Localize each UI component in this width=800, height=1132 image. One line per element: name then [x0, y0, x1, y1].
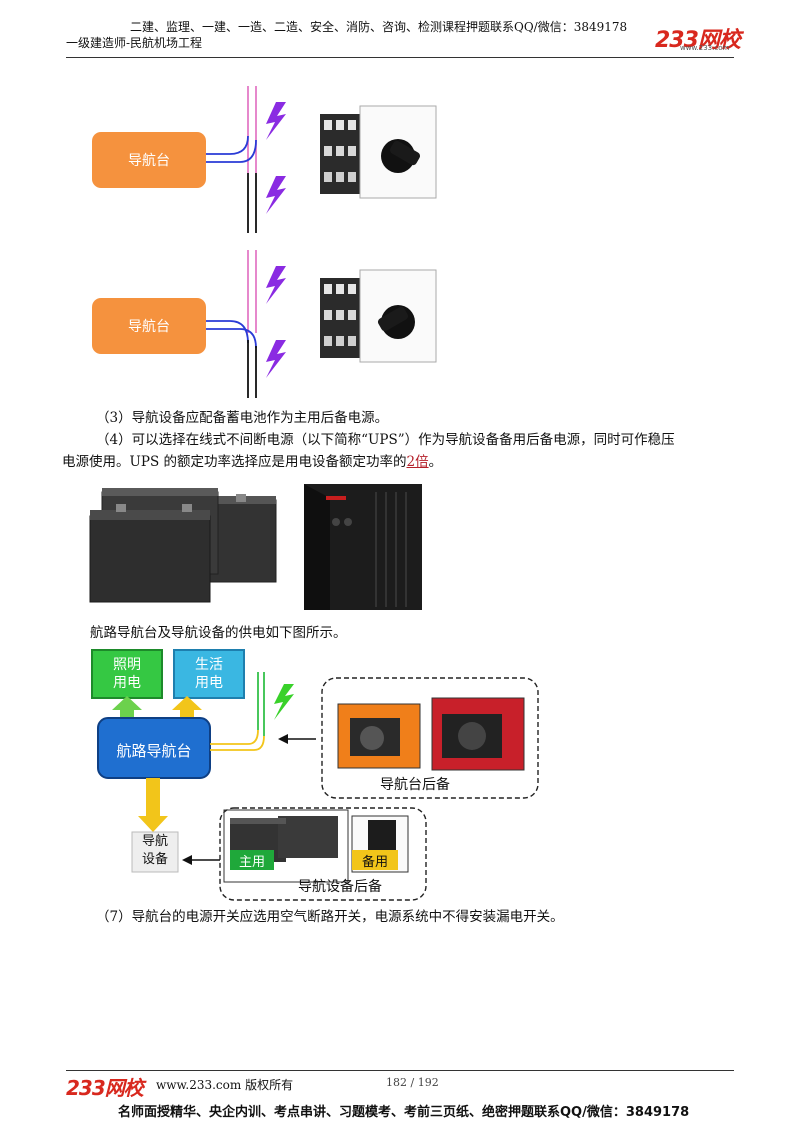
main-label: 主用	[238, 855, 265, 870]
diagram-caption: 航路导航台及导航设备的供电如下图所示。	[90, 625, 347, 641]
page-separator: /	[410, 1076, 415, 1089]
nav-equipment-label: 导航 设备	[132, 833, 178, 869]
arrow-left-icon	[182, 855, 192, 865]
living-power-box	[173, 649, 245, 699]
footer-logo: 233网校	[66, 1076, 144, 1100]
equipment-backup-group	[219, 807, 427, 901]
paragraph-7: （7）导航台的电源开关应选用空气断路开关，电源系统中不得安装漏电开关。	[96, 909, 564, 925]
arrow-up-icon	[112, 696, 142, 718]
paragraph-3: （3）导航设备应配备蓄电池作为主用后备电源。	[96, 410, 389, 426]
batteries-ups-image	[89, 484, 422, 610]
generator-image	[337, 697, 525, 771]
footer-divider	[66, 1070, 734, 1071]
header-divider	[66, 57, 734, 58]
arrow-left-icon	[278, 734, 288, 744]
battery-image	[89, 488, 277, 603]
power-ratio-link[interactable]: 2倍	[406, 454, 429, 470]
main-label-box	[230, 850, 274, 870]
header-subject: 一级建造师-民航机场工程	[66, 36, 203, 50]
switch-diagram	[205, 86, 437, 398]
lightning-bolt-icon	[266, 266, 286, 304]
ups-image	[304, 484, 422, 610]
backup-label: 备用	[361, 855, 388, 870]
backup-label-box	[352, 850, 398, 870]
switch-config-2	[205, 250, 286, 398]
lightning-bolt-icon	[266, 102, 286, 140]
lighting-power-label: 照明 用电	[92, 656, 162, 692]
lighting-power-box	[91, 649, 163, 699]
paragraph-4-line2: 电源使用。UPS 的额定功率选择应是用电设备额定功率的2倍。	[62, 451, 442, 473]
nav-station-box-2: 导航台	[92, 298, 206, 354]
nav-equipment-box	[131, 831, 179, 873]
paragraph-4-line1: （4）可以选择在线式不间断电源（以下简称“UPS”）作为导航设备备用后备电源，同…	[96, 432, 675, 448]
route-nav-station-label: 航路导航台	[116, 742, 192, 760]
generator-backup-caption: 导航台后备	[380, 777, 450, 793]
lighting-label-line1: 照明	[113, 657, 141, 673]
lightning-bolt-icon	[266, 340, 286, 378]
paragraph-4-text: 电源使用。UPS 的额定功率选择应是用电设备额定功率的	[62, 454, 407, 470]
living-label-line2: 用电	[195, 675, 223, 691]
header-contact-line: 二建、监理、一建、一造、二造、安全、消防、咨询、检测课程押题联系QQ/微信：38…	[130, 20, 628, 34]
power-supply-diagram	[91, 649, 539, 901]
rotary-switch-image	[320, 269, 437, 363]
lightning-bolt-icon	[266, 176, 286, 214]
page-total: 192	[417, 1076, 439, 1089]
equipment-backup-caption: 导航设备后备	[298, 879, 382, 895]
generator-backup-group	[321, 677, 539, 799]
page-current: 182	[386, 1076, 407, 1089]
lightning-bolt-icon	[274, 684, 294, 720]
header-logo-url: www.233.com	[680, 44, 730, 52]
switch-config-1	[205, 86, 286, 233]
page-number: 182 / 192	[386, 1076, 439, 1089]
living-power-label: 生活 用电	[174, 656, 244, 692]
arrow-down-icon	[138, 778, 168, 832]
nav-station-box-1: 导航台	[92, 132, 206, 188]
arrow-up-icon	[172, 696, 202, 718]
nav-equipment-line1: 导航	[141, 834, 168, 849]
footer-copyright: www.233.com 版权所有	[156, 1078, 294, 1092]
paragraph-4-end: 。	[428, 454, 443, 470]
lighting-label-line2: 用电	[113, 675, 141, 691]
nav-equipment-line2: 设备	[141, 852, 168, 867]
header-logo: 233网校	[655, 28, 741, 53]
footer-contact-line: 名师面授精华、央企内训、考点串讲、习题模考、考前三页纸、绝密押题联系QQ/微信：…	[118, 1105, 690, 1120]
rotary-switch-image	[320, 105, 437, 199]
living-label-line1: 生活	[195, 657, 223, 673]
